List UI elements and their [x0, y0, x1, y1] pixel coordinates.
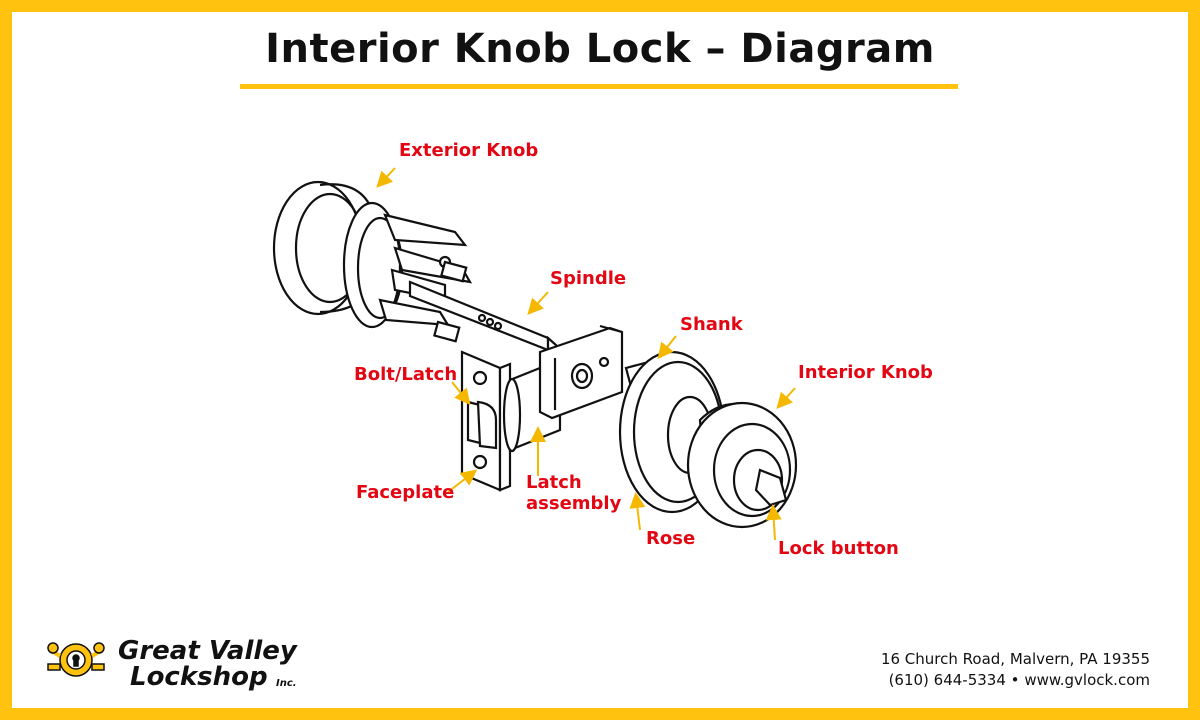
- label-bolt-latch: Bolt/Latch: [354, 364, 457, 385]
- label-lock-button: Lock button: [778, 538, 899, 559]
- label-exterior-knob: Exterior Knob: [399, 140, 538, 161]
- label-shank: Shank: [680, 314, 743, 335]
- contact-separator: •: [1011, 671, 1020, 689]
- interior-knob-part: [688, 403, 796, 527]
- faceplate-part: [462, 352, 510, 490]
- label-rose: Rose: [646, 528, 695, 549]
- company-suffix: Inc.: [276, 678, 297, 689]
- logo-emblem: [48, 643, 104, 676]
- company-website[interactable]: www.gvlock.com: [1024, 671, 1150, 689]
- label-latch-assembly-line1: Latch: [526, 472, 582, 493]
- company-phone: (610) 644-5334: [889, 671, 1006, 689]
- company-name-line2: Lockshop: [130, 662, 268, 692]
- latch-assembly-part: [504, 326, 622, 451]
- contact-line: (610) 644-5334 • www.gvlock.com: [889, 671, 1150, 689]
- label-interior-knob: Interior Knob: [798, 362, 933, 383]
- label-faceplate: Faceplate: [356, 482, 454, 503]
- label-latch-assembly-line2: assembly: [526, 493, 621, 514]
- exterior-knob-part: [274, 182, 470, 341]
- company-address: 16 Church Road, Malvern, PA 19355: [881, 650, 1150, 668]
- label-spindle: Spindle: [550, 268, 626, 289]
